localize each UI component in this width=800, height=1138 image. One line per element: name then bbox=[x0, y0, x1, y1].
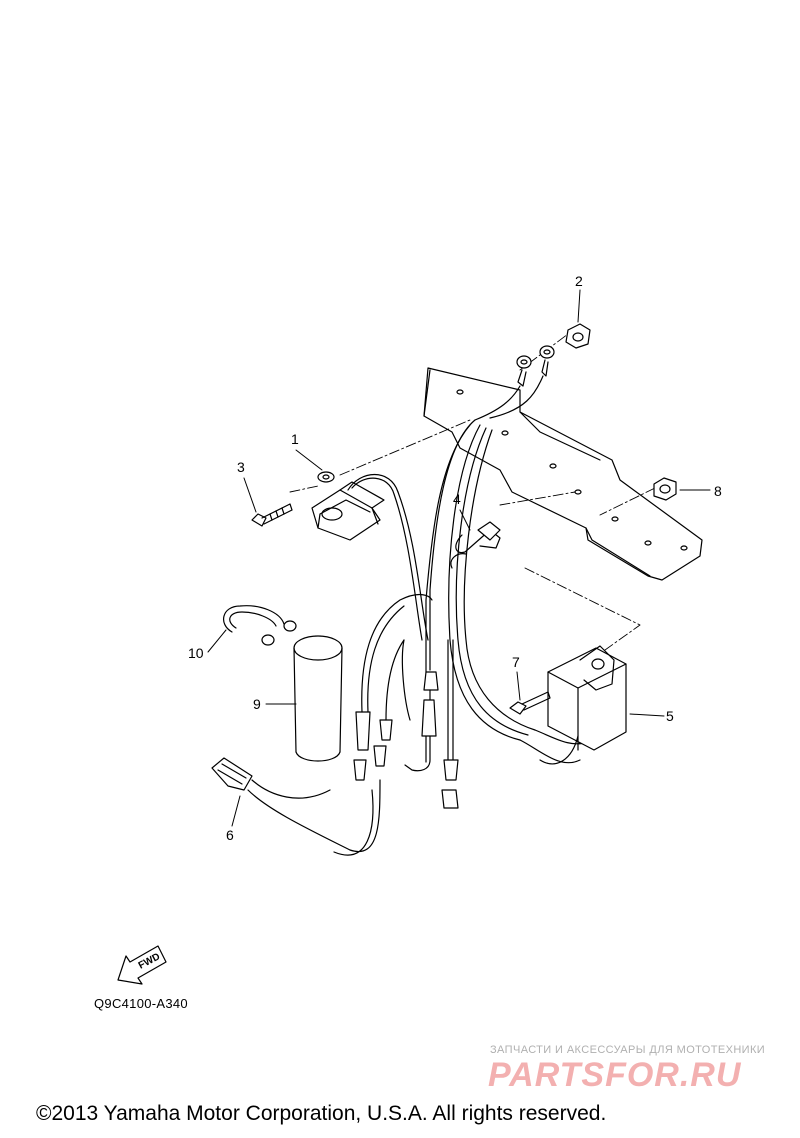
fwd-arrow bbox=[117, 945, 167, 985]
callout-3: 3 bbox=[237, 459, 245, 475]
part-9-sleeve bbox=[293, 635, 343, 762]
callout-4: 4 bbox=[453, 491, 461, 507]
part-1-switch bbox=[311, 471, 399, 541]
callout-7: 7 bbox=[512, 654, 520, 670]
part-10-clip bbox=[223, 605, 297, 646]
part-8-nut bbox=[653, 477, 677, 501]
watermark-logo: PARTSFOR.RU bbox=[488, 1056, 742, 1094]
copyright-notice: ©2013 Yamaha Motor Corporation, U.S.A. A… bbox=[36, 1102, 607, 1125]
callout-10: 10 bbox=[188, 645, 204, 661]
leader-lines bbox=[207, 289, 711, 827]
callout-8: 8 bbox=[714, 483, 722, 499]
callout-6: 6 bbox=[226, 827, 234, 843]
callout-1: 1 bbox=[291, 431, 299, 447]
ground-terminals bbox=[474, 345, 555, 421]
diagram-code: Q9C4100-A340 bbox=[94, 996, 188, 1011]
callout-9: 9 bbox=[253, 696, 261, 712]
callout-2: 2 bbox=[575, 273, 583, 289]
bracket-plate bbox=[423, 367, 703, 581]
part-5-cdi-unit bbox=[539, 645, 627, 765]
callout-5: 5 bbox=[666, 708, 674, 724]
part-4-clamp bbox=[450, 521, 501, 569]
part-2-nut bbox=[565, 323, 591, 349]
watermark-tagline: ЗАПЧАСТИ И АКСЕССУАРЫ ДЛЯ МОТОТЕХНИКИ bbox=[490, 1044, 766, 1056]
part-3-bolt bbox=[251, 503, 293, 527]
part-6-lead-wire bbox=[211, 593, 433, 856]
part-7-bolt bbox=[509, 691, 551, 715]
